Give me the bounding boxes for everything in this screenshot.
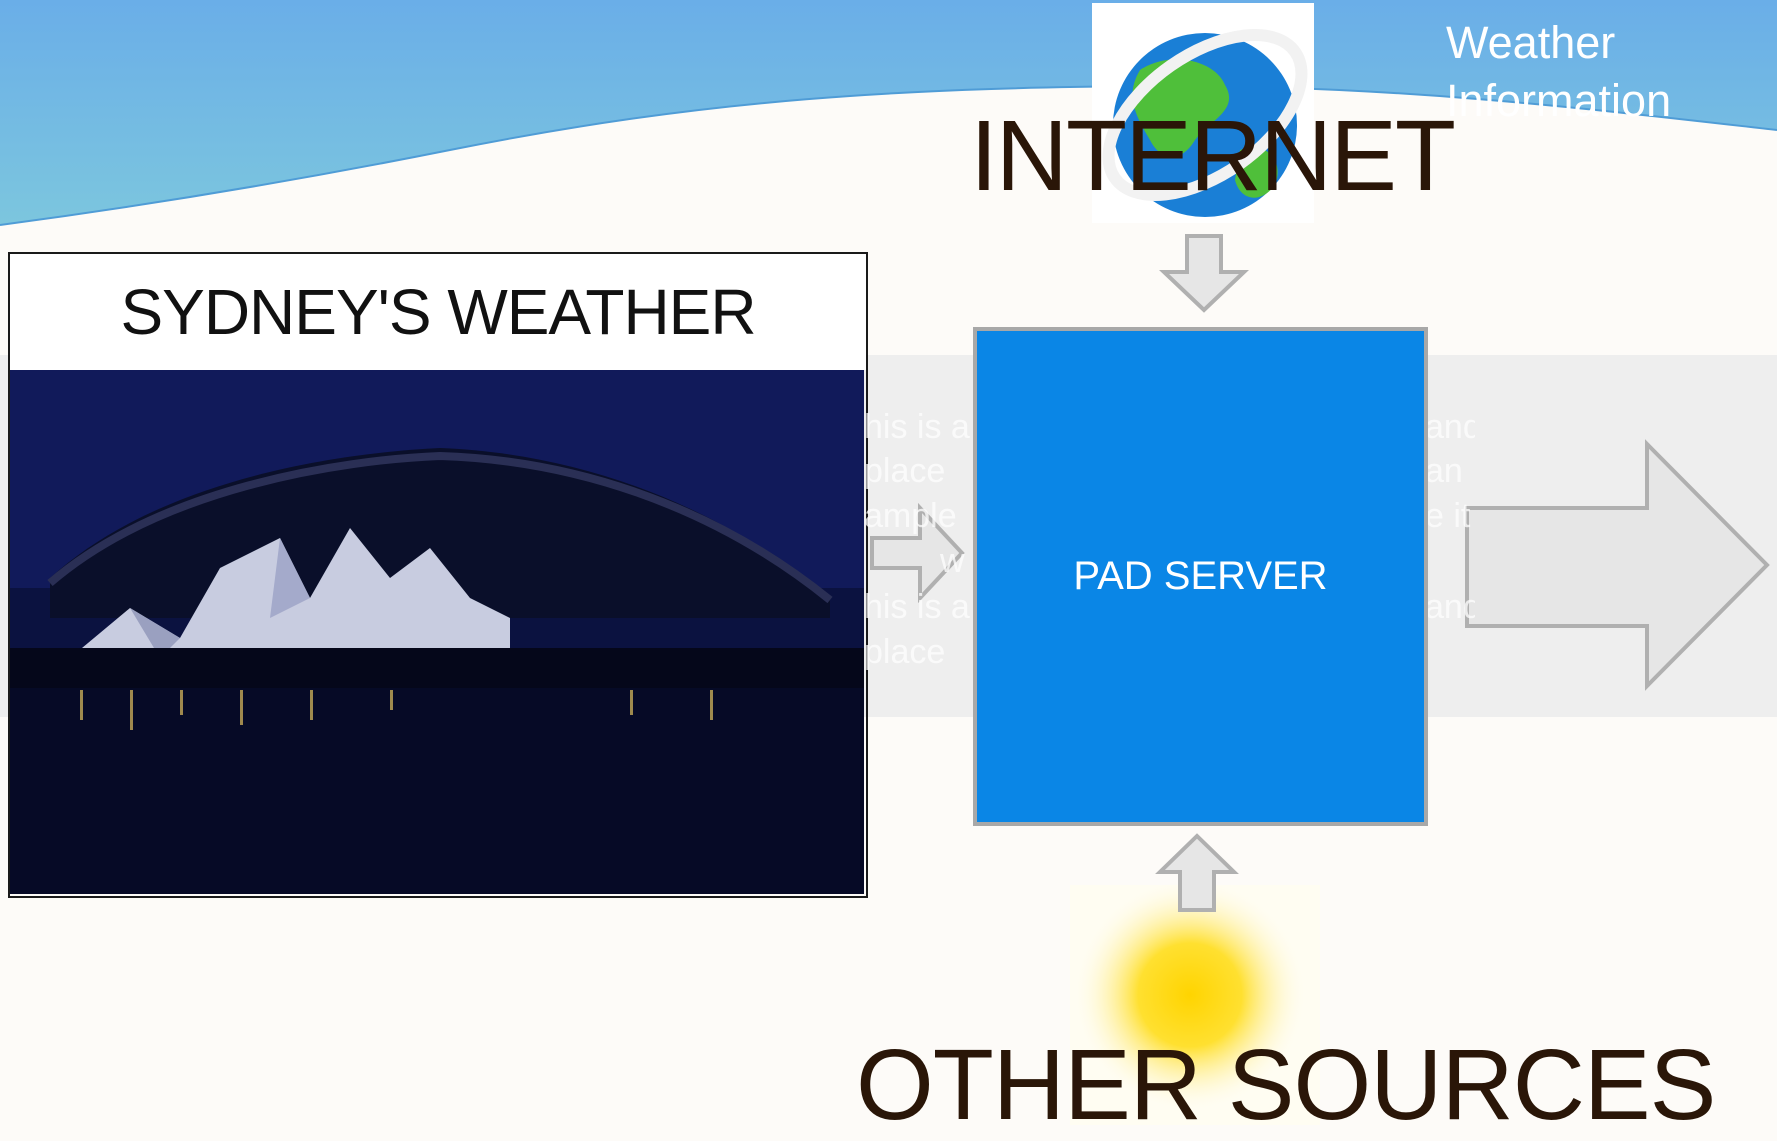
placeholder-fragment: and <box>1425 588 1475 626</box>
pad-server-label: PAD SERVER <box>1073 554 1328 598</box>
pad-server-box: PAD SERVER <box>973 327 1428 826</box>
placeholder-fragment: w <box>940 542 965 580</box>
placeholder-fragment: place <box>864 633 946 671</box>
sun-icon <box>1070 880 1320 1125</box>
internet-label: INTERNET <box>970 100 1456 212</box>
globe-icon <box>1092 3 1314 223</box>
header-title-line: Information <box>1446 75 1672 126</box>
header-title-line: Weather <box>1446 17 1616 68</box>
placeholder-fragment: and <box>1425 408 1475 446</box>
photo-title: SYDNEY'S WEATHER <box>10 254 866 370</box>
arrow-up-icon <box>1155 833 1239 912</box>
arrow-right-large-icon <box>1465 439 1770 691</box>
other-sources-label: OTHER SOURCES <box>856 1029 1716 1141</box>
placeholder-fragment: ample <box>864 497 957 535</box>
arrow-right-small-icon <box>870 502 965 604</box>
arrow-down-icon <box>1158 234 1250 313</box>
sydney-night-photo <box>10 368 864 894</box>
placeholder-fragment: his is a <box>864 408 970 446</box>
placeholder-fragment: place <box>864 452 946 490</box>
placeholder-fragment: e it <box>1425 497 1471 535</box>
placeholder-fragment: an <box>1425 452 1463 490</box>
placeholder-fragment: his is a <box>864 588 970 626</box>
photo-frame: SYDNEY'S WEATHER <box>8 252 868 898</box>
header-wave <box>0 0 1777 225</box>
header-title: Weather Information <box>1446 14 1746 130</box>
